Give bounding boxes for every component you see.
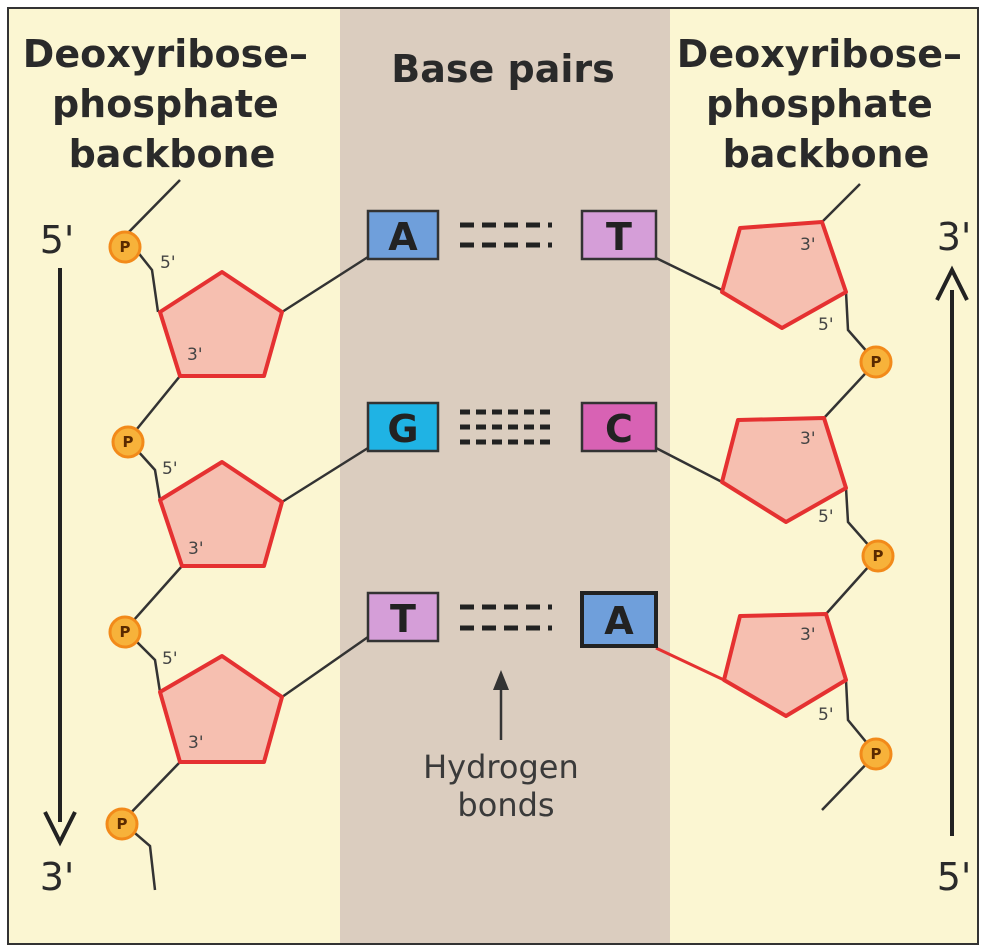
phosphate-group: P — [108, 615, 142, 649]
five-prime-carbon-label: 5' — [160, 253, 176, 273]
hydrogen-bonds-label-line: Hydrogen — [423, 748, 579, 786]
base-box-a — [580, 591, 658, 648]
base-pair-band — [340, 9, 670, 943]
deoxyribose-sugar — [158, 460, 284, 568]
phosphate-circle — [861, 539, 895, 573]
three-prime-carbon-label: 3' — [800, 235, 816, 255]
five-prime-carbon-label: 5' — [818, 507, 834, 527]
phosphate-group: P — [108, 230, 142, 264]
base-box-a — [366, 209, 440, 261]
right-strand-top-label: 3' — [937, 215, 972, 259]
left-strand-top-label: 5' — [40, 218, 75, 262]
phosphate-group: P — [111, 425, 145, 459]
phosphate-circle — [108, 230, 142, 264]
hydrogen-bonds-pointer-head — [493, 670, 509, 690]
hydrogen-bonds-double — [460, 604, 552, 631]
left-backbone-connector — [124, 179, 181, 237]
sugar-base-link — [281, 635, 369, 699]
right-direction-arrowhead — [935, 265, 969, 301]
right-strand-bottom-label: 5' — [937, 855, 972, 899]
right-backbone-header-line: phosphate — [706, 82, 933, 126]
base-pair-row: A T — [366, 209, 658, 261]
right-backbone-header-line: backbone — [723, 132, 930, 176]
right-backbone-header-line: Deoxyribose– — [677, 32, 962, 76]
sugar-base-link — [655, 446, 723, 484]
three-prime-carbon-label: 3' — [800, 429, 816, 449]
base-box-g — [366, 401, 440, 453]
phosphate-label: P — [873, 547, 884, 565]
phosphate-label: P — [871, 745, 882, 763]
phosphate-label: P — [123, 433, 134, 451]
phosphate-circle — [859, 737, 893, 771]
hydrogen-bonds-label: Hydrogen bonds — [423, 748, 589, 824]
base-box-t — [366, 591, 440, 643]
left-backbone-header-line: backbone — [69, 132, 276, 176]
hydrogen-bonds-double — [460, 222, 552, 248]
deoxyribose-sugar — [158, 270, 284, 378]
right-backbone-connector — [821, 183, 861, 223]
phosphate-group: P — [105, 807, 139, 841]
left-backbone-header-line: Deoxyribose– — [23, 32, 308, 76]
base-letter: G — [387, 407, 418, 451]
sugar-base-link — [655, 256, 727, 294]
phosphate-circle — [105, 807, 139, 841]
phosphate-circle — [111, 425, 145, 459]
phosphate-circle — [108, 615, 142, 649]
deoxyribose-sugar — [722, 612, 848, 718]
sugar-base-link — [281, 446, 369, 504]
base-pair-row: G C — [366, 401, 658, 453]
left-direction-arrowhead — [43, 811, 77, 847]
phosphate-label: P — [120, 623, 131, 641]
base-letter: A — [604, 599, 634, 643]
base-letter: A — [388, 215, 418, 259]
base-pairs-header: Base pairs — [391, 47, 614, 91]
base-box-c — [580, 401, 658, 453]
phosphate-label: P — [120, 238, 131, 256]
phosphate-label: P — [117, 815, 128, 833]
phosphate-group: P — [861, 539, 895, 573]
three-prime-carbon-label: 3' — [188, 733, 204, 753]
left-strand-bottom-label: 3' — [40, 855, 75, 899]
base-letter: C — [605, 407, 633, 451]
sugar-base-link — [281, 255, 369, 314]
deoxyribose-sugar — [158, 654, 284, 764]
three-prime-carbon-label: 3' — [800, 625, 816, 645]
five-prime-carbon-label: 5' — [162, 459, 178, 479]
base-letter: T — [606, 215, 632, 259]
phosphate-circle — [859, 345, 893, 379]
five-prime-carbon-label: 5' — [162, 649, 178, 669]
base-box-t — [580, 209, 658, 261]
deoxyribose-sugar — [720, 416, 848, 524]
phosphate-group: P — [859, 737, 893, 771]
three-prime-carbon-label: 3' — [188, 539, 204, 559]
hydrogen-bonds-label-line: bonds — [457, 786, 554, 824]
phosphate-label: P — [871, 353, 882, 371]
deoxyribose-sugar — [720, 220, 848, 330]
left-backbone-header: Deoxyribose– phosphate backbone — [23, 32, 321, 176]
five-prime-carbon-label: 5' — [818, 705, 834, 725]
three-prime-carbon-label: 3' — [187, 345, 203, 365]
left-backbone-header-line: phosphate — [52, 82, 279, 126]
base-pair-row: T A — [366, 591, 658, 648]
five-prime-carbon-label: 5' — [818, 315, 834, 335]
sugar-base-link — [655, 646, 725, 682]
right-backbone-header: Deoxyribose– phosphate backbone — [677, 32, 975, 176]
phosphate-group: P — [859, 345, 893, 379]
base-letter: T — [390, 597, 416, 641]
